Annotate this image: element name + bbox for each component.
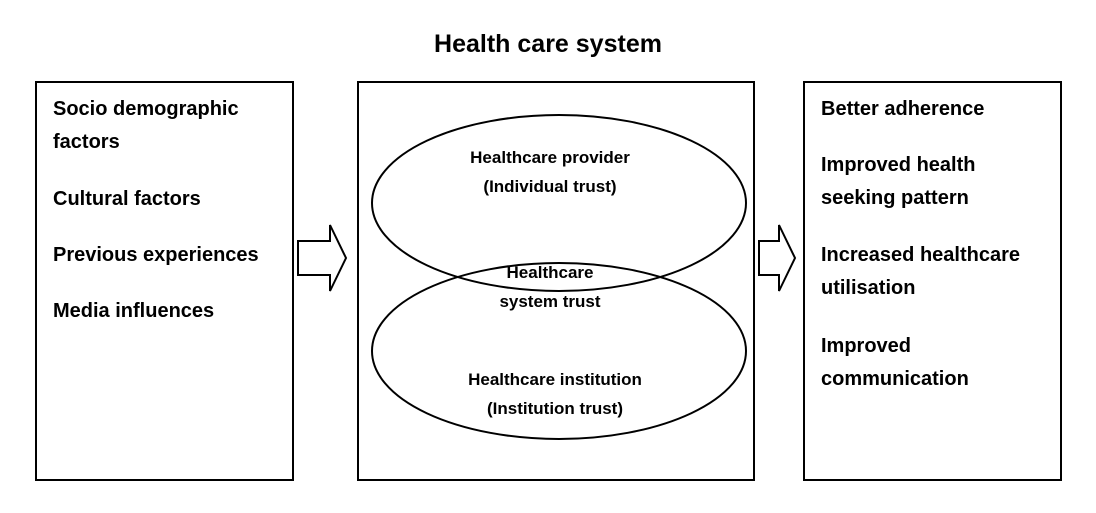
factor-socio-demographic: Socio demographic factors [53, 98, 239, 153]
outcome-health-seeking: Improved health seeking pattern [821, 154, 976, 209]
factor-cultural: Cultural factors [53, 188, 201, 210]
system-trust-text: system trust [499, 292, 601, 311]
provider-trust-ellipse [371, 114, 747, 292]
institution-trust-text: (Institution trust) [487, 399, 623, 418]
system-trust-label: Healthcare system trust [460, 258, 640, 316]
outcome-communication: Improved communication [821, 335, 969, 390]
provider-label: Healthcare provider [470, 148, 630, 167]
institution-trust-label: Healthcare institution (Institution trus… [425, 365, 685, 423]
left-arrow-icon [297, 224, 348, 292]
individual-trust-label: (Individual trust) [483, 177, 617, 196]
right-arrow-icon [758, 224, 797, 292]
factor-media-influences: Media influences [53, 300, 215, 322]
outcome-better-adherence: Better adherence [821, 98, 985, 120]
outcome-healthcare-utilisation: Increased healthcare utilisation [821, 244, 1020, 299]
influencing-factors-box: Socio demographic factors Cultural facto… [35, 81, 294, 481]
provider-trust-label: Healthcare provider (Individual trust) [430, 143, 670, 201]
institution-trust-ellipse [371, 262, 747, 440]
factor-previous-experiences: Previous experiences [53, 244, 259, 266]
healthcare-label: Healthcare [506, 263, 594, 282]
outcomes-box: Better adherence Improved health seeking… [803, 81, 1062, 481]
institution-label: Healthcare institution [468, 370, 642, 389]
diagram-title: Health care system [434, 30, 662, 58]
